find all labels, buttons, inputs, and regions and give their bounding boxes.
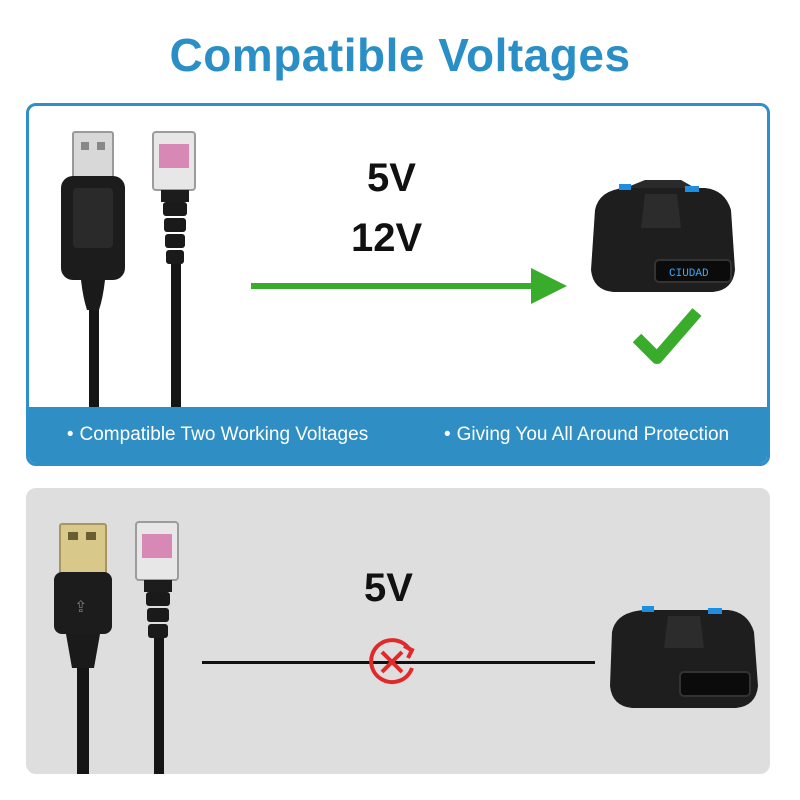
- radar-detector-icon: CIUDAD: [591, 180, 735, 292]
- incompatible-panel: ⇪ 5V: [26, 488, 770, 774]
- svg-text:⇪: ⇪: [74, 599, 87, 616]
- page-title: Compatible Voltages: [169, 29, 631, 81]
- compatible-panel: 5V 12V CIUDAD •Compatible Two Working Vo…: [26, 103, 770, 466]
- usb-plug-icon: ⇪: [54, 523, 112, 774]
- cross-circle-icon: [369, 638, 415, 685]
- feature-item: •Giving You All Around Protection: [443, 424, 730, 445]
- feature-banner: •Compatible Two Working Voltages •Giving…: [29, 407, 767, 463]
- voltage-5v-label: 5V: [367, 156, 416, 200]
- arrow-right-icon: [251, 268, 567, 304]
- usb-plug-icon: [61, 131, 125, 416]
- rj-connector-icon: [152, 131, 196, 414]
- voltage-5v-label: 5V: [364, 566, 413, 610]
- voltage-12v-label: 12V: [351, 216, 423, 260]
- check-icon: [632, 308, 702, 364]
- feature-item: •Compatible Two Working Voltages: [66, 424, 369, 445]
- detector-display-text: CIUDAD: [669, 268, 709, 280]
- radar-detector-icon: [610, 606, 758, 708]
- rj-connector-icon: [135, 521, 179, 774]
- incompatible-line: [202, 661, 595, 664]
